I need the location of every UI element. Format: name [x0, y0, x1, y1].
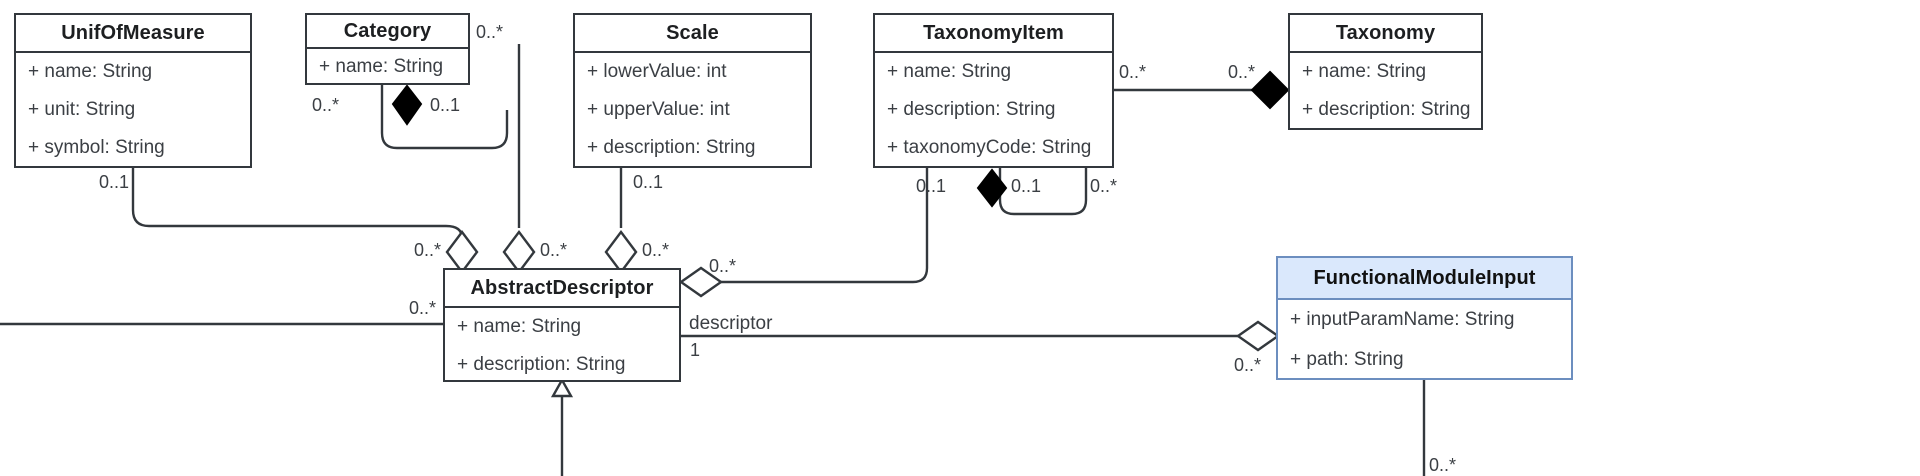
generalization-arrow-descriptor [550, 377, 574, 398]
aggregation-diamond-scale [604, 230, 638, 274]
multiplicity-label: 0..1 [430, 95, 461, 115]
class-title-taxonomyitem: TaxonomyItem [875, 15, 1112, 53]
class-title-unifofmeasure: UnifOfMeasure [16, 15, 250, 53]
multiplicity-label: 1 [690, 340, 701, 360]
attribute-row: + description: String [1302, 99, 1471, 120]
edge-unit-to-descriptor [131, 168, 464, 239]
multiplicity-label: 0..* [1119, 62, 1147, 82]
class-attributes-taxonomy: + name: String + description: String [1290, 53, 1481, 129]
edge-category-self [380, 85, 509, 150]
class-attributes-category: + name: String [307, 49, 468, 85]
role-label-descriptor: descriptor [689, 313, 773, 334]
multiplicity-label: 0..* [1228, 62, 1256, 82]
attribute-row: + taxonomyCode: String [887, 137, 1092, 158]
multiplicity-label: 0..1 [916, 176, 947, 196]
aggregation-diamond-unit [445, 230, 479, 274]
attribute-row: + name: String [887, 61, 1012, 82]
attribute-row: + name: String [457, 316, 582, 337]
multiplicity-label: 0..* [1234, 355, 1262, 375]
attribute-row: + name: String [1302, 61, 1427, 82]
class-attributes-scale: + lowerValue: int + upperValue: int + de… [575, 53, 810, 167]
multiplicity-label: 0..* [709, 256, 737, 276]
aggregation-diamond-fmi [1235, 320, 1281, 352]
class-category[interactable]: Category + name: String [305, 13, 470, 85]
attribute-row: + description: String [457, 354, 626, 375]
attribute-row: + path: String [1290, 349, 1404, 370]
multiplicity-label: 0..1 [99, 172, 130, 192]
attribute-row: + description: String [587, 137, 756, 158]
multiplicity-label: 0..1 [633, 172, 664, 192]
multiplicity-label: 0..* [1429, 455, 1457, 475]
attribute-row: + upperValue: int [587, 99, 730, 120]
class-attributes-taxonomyitem: + name: String + description: String + t… [875, 53, 1112, 167]
attribute-row: + lowerValue: int [587, 61, 727, 82]
edge-taxonomyitem-self [998, 162, 1088, 216]
class-functionalmoduleinput[interactable]: FunctionalModuleInput + inputParamName: … [1276, 256, 1573, 380]
composition-diamond-taxonomy [1250, 70, 1290, 110]
class-taxonomyitem[interactable]: TaxonomyItem + name: String + descriptio… [873, 13, 1114, 168]
edge-taxonomyitem-to-descriptor [716, 162, 929, 284]
composition-diamond-taxonomyitem-self [976, 168, 1008, 208]
attribute-row: + inputParamName: String [1290, 309, 1515, 330]
class-title-scale: Scale [575, 15, 810, 53]
class-title-abstractdescriptor: AbstractDescriptor [445, 270, 679, 308]
multiplicity-label: 0..* [1090, 176, 1118, 196]
class-attributes-unifofmeasure: + name: String + unit: String + symbol: … [16, 53, 250, 167]
class-title-functionalmoduleinput: FunctionalModuleInput [1278, 258, 1571, 300]
multiplicity-label: 0..* [312, 95, 340, 115]
multiplicity-label: 0..* [409, 298, 437, 318]
multiplicity-label: 0..* [540, 240, 568, 260]
multiplicity-label: 0..* [642, 240, 670, 260]
attribute-row: + name: String [319, 56, 444, 77]
multiplicity-label: 0..1 [1011, 176, 1042, 196]
multiplicity-label: 0..* [476, 22, 504, 42]
attribute-row: + description: String [887, 99, 1056, 120]
class-attributes-abstractdescriptor: + name: String + description: String [445, 308, 679, 384]
class-abstractdescriptor[interactable]: AbstractDescriptor + name: String + desc… [443, 268, 681, 382]
attribute-row: + unit: String [28, 99, 136, 120]
class-scale[interactable]: Scale + lowerValue: int + upperValue: in… [573, 13, 812, 168]
attribute-row: + symbol: String [28, 137, 165, 158]
multiplicity-label: 0..* [414, 240, 442, 260]
class-title-category: Category [307, 15, 468, 49]
composition-diamond-category [391, 84, 423, 126]
class-attributes-functionalmoduleinput: + inputParamName: String + path: String [1278, 300, 1571, 380]
class-unifofmeasure[interactable]: UnifOfMeasure + name: String + unit: Str… [14, 13, 252, 168]
class-taxonomy[interactable]: Taxonomy + name: String + description: S… [1288, 13, 1483, 130]
class-title-taxonomy: Taxonomy [1290, 15, 1481, 53]
attribute-row: + name: String [28, 61, 153, 82]
aggregation-diamond-taxonomyitem [678, 266, 724, 298]
aggregation-diamond-category [502, 230, 536, 274]
